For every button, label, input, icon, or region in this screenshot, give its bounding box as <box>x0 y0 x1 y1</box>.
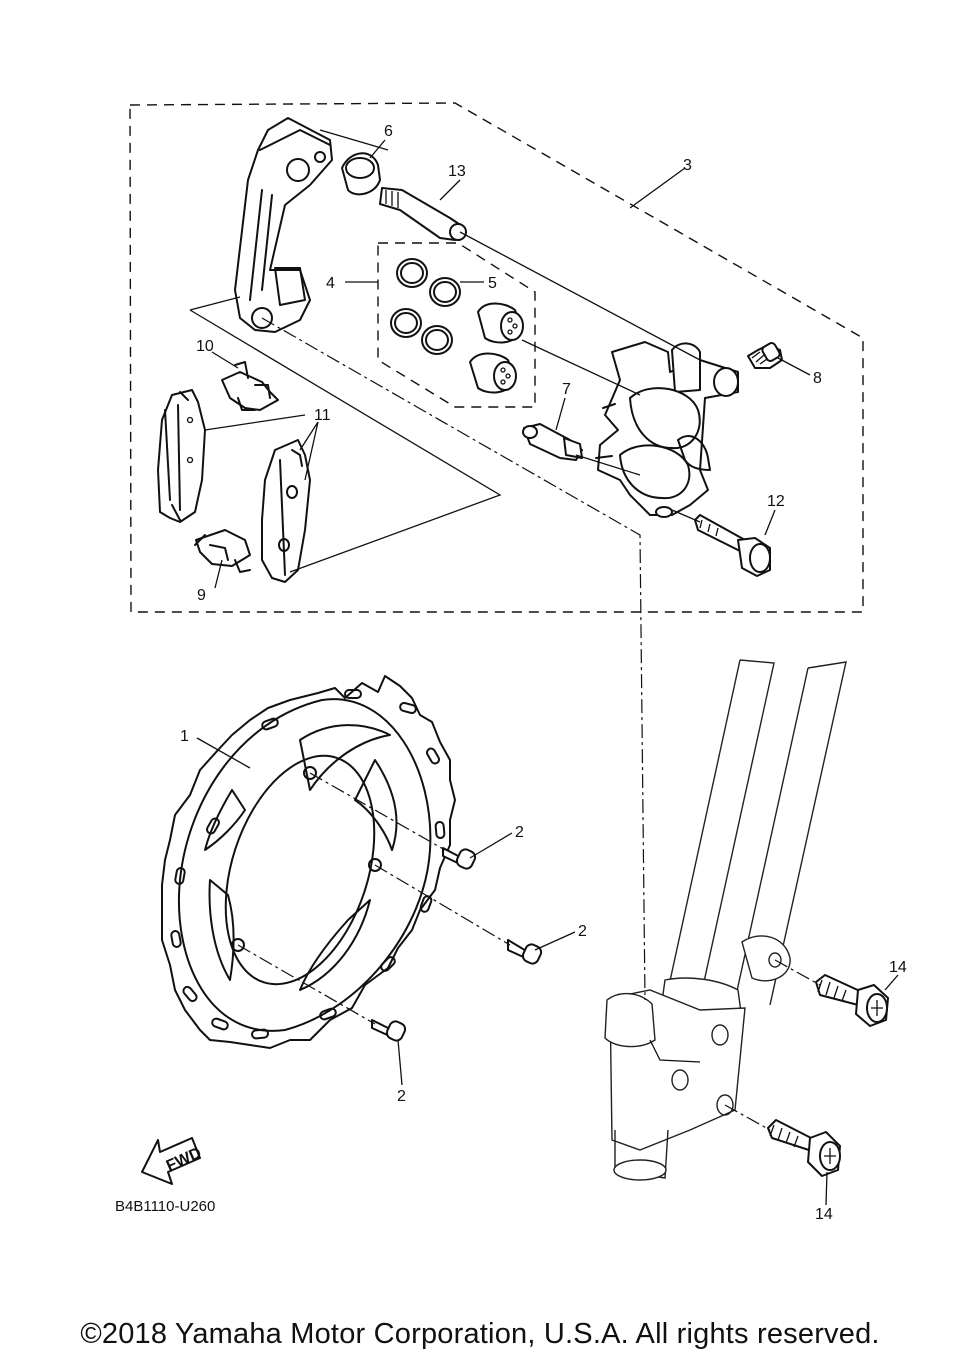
copyright-notice: ©2018 Yamaha Motor Corporation, U.S.A. A… <box>80 1318 880 1350</box>
callout-1: 1 <box>180 728 189 745</box>
pad-spring-upper <box>221 361 279 411</box>
piston-seals <box>390 258 461 355</box>
caliper-bolt <box>694 514 771 577</box>
caliper-body <box>595 341 739 518</box>
brake-pad-right <box>261 439 311 583</box>
pad-pin <box>522 423 583 461</box>
fork-bolt-upper <box>815 974 889 1027</box>
exploded-parts-diagram: 1 2 2 2 3 4 5 6 7 8 9 10 11 12 13 14 14 … <box>115 102 907 1223</box>
callout-2-middle: 2 <box>578 923 587 940</box>
callout-6: 6 <box>384 123 393 140</box>
callout-10: 10 <box>196 338 214 355</box>
callout-11: 11 <box>314 407 331 424</box>
disc-screw-lower <box>371 1019 407 1042</box>
bleed-screw <box>747 342 783 369</box>
forward-direction-arrow: FWD <box>141 1137 204 1185</box>
disc-screw-upper <box>442 847 477 870</box>
drawing-code: B4B1110-U260 <box>115 1198 215 1215</box>
leader-lines <box>196 139 899 1206</box>
callout-2-lower: 2 <box>397 1088 406 1105</box>
callout-5: 5 <box>488 275 497 292</box>
brake-pad-left <box>157 389 206 523</box>
pad-spring-lower <box>194 529 251 573</box>
disc-screw-middle <box>507 939 543 965</box>
callout-7: 7 <box>562 381 571 398</box>
callout-13: 13 <box>448 163 466 180</box>
brake-disc <box>161 675 456 1049</box>
pistons <box>469 302 524 394</box>
fork-bolt-lower <box>767 1119 841 1177</box>
callout-8: 8 <box>813 370 822 387</box>
caliper-bracket <box>234 117 333 333</box>
callout-12: 12 <box>767 493 785 510</box>
slide-pin <box>379 187 467 241</box>
callout-4: 4 <box>326 275 335 292</box>
callout-14-upper: 14 <box>889 959 907 976</box>
callout-9: 9 <box>197 587 206 604</box>
callout-3: 3 <box>683 157 692 174</box>
callout-2-upper: 2 <box>515 824 524 841</box>
front-fork <box>604 659 847 1181</box>
callout-14-lower: 14 <box>815 1206 833 1223</box>
caliper-boot <box>341 152 381 196</box>
